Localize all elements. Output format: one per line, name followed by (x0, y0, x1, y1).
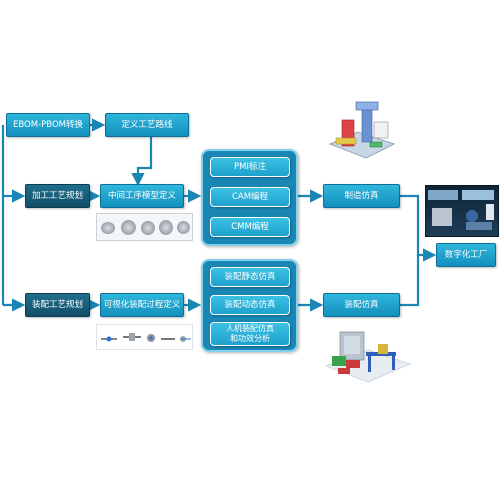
digital-factory-node: 数字化工厂 (436, 243, 496, 267)
define-route-node: 定义工艺路线 (105, 113, 189, 137)
assembly-line-image (324, 322, 412, 386)
intermediate-model-node: 中间工序模型定义 (100, 184, 184, 208)
assembly-static-sim-node: 装配静态仿真 (210, 267, 290, 287)
assembly-parts-strip-image (96, 324, 193, 350)
assembly-sim-node: 装配仿真 (323, 293, 400, 317)
cam-programming-node: CAM编程 (210, 187, 290, 207)
visual-assembly-node: 可视化装配过程定义 (100, 293, 184, 317)
asmsim-to-factory-line (400, 255, 420, 307)
ebom-pbom-node: EBOM-PBOM转换 (6, 113, 90, 137)
manufacturing-sim-node: 制造仿真 (323, 184, 400, 208)
pmi-annotation-node: PMI标注 (210, 157, 290, 177)
process-group-top: PMI标注 CAM编程 CMM编程 (201, 149, 298, 246)
factory-scene-image (425, 185, 499, 237)
assembly-planning-node: 装配工艺规划 (25, 293, 90, 317)
mfgsim-to-factory-arrow (400, 194, 437, 262)
machined-parts-strip-image (96, 213, 193, 241)
assembly-dynamic-sim-node: 装配动态仿真 (210, 295, 290, 315)
ergonomic-sim-node: 人机装配仿真 和功效分析 (210, 322, 290, 346)
machining-planning-node: 加工工艺规划 (25, 184, 90, 208)
process-group-bottom: 装配静态仿真 装配动态仿真 人机装配仿真 和功效分析 (201, 259, 298, 352)
machine-tool-image (326, 98, 398, 170)
route-to-model-arrow (131, 137, 153, 187)
cmm-programming-node: CMM编程 (210, 217, 290, 237)
